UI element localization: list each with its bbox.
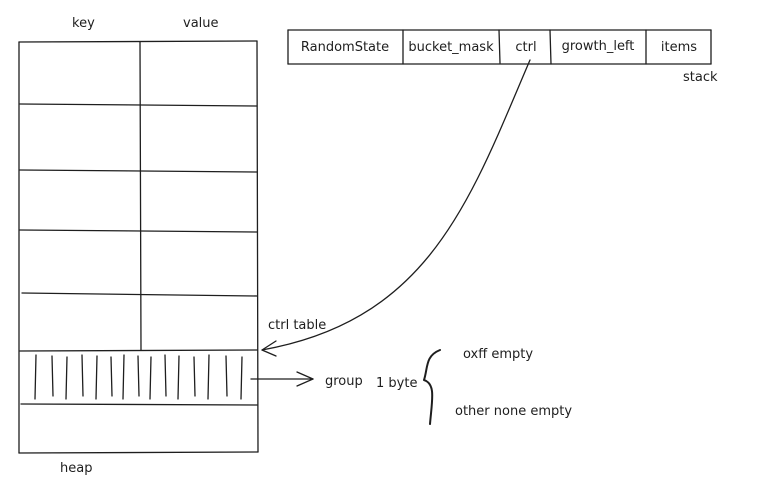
field-divider bbox=[498, 29, 501, 64]
key-value-divider bbox=[139, 41, 142, 351]
ctrl-table-top bbox=[19, 349, 258, 352]
stack-field-growth-left: growth_left bbox=[562, 39, 635, 54]
ctrl-byte-tick bbox=[65, 356, 68, 400]
ctrl-byte-tick bbox=[110, 356, 113, 397]
heap-caption: heap bbox=[60, 461, 92, 476]
row-separator bbox=[21, 292, 258, 297]
heap-table bbox=[18, 40, 259, 454]
group-arrowhead bbox=[296, 371, 314, 387]
ctrl-byte-tick bbox=[207, 354, 210, 400]
ctrl-byte-tick bbox=[51, 355, 54, 397]
ctrl-byte-tick bbox=[122, 354, 125, 400]
group-label: group bbox=[325, 374, 363, 389]
stack-struct bbox=[287, 29, 712, 65]
ctrl-byte-tick bbox=[225, 355, 228, 397]
ctrl-byte-tick bbox=[81, 354, 84, 397]
byte-option-empty: oxff empty bbox=[463, 347, 533, 362]
curly-brace-icon bbox=[423, 349, 441, 425]
value-column-header: value bbox=[183, 16, 219, 31]
field-divider bbox=[549, 29, 552, 65]
ctrl-byte-tick bbox=[149, 356, 152, 400]
row-separator bbox=[19, 103, 258, 107]
row-separator bbox=[19, 169, 258, 173]
ctrl-byte-tick bbox=[193, 356, 196, 397]
ctrl-table-label: ctrl table bbox=[268, 318, 326, 333]
ctrl-pointer-arrowhead bbox=[261, 340, 277, 357]
stack-field-ctrl: ctrl bbox=[515, 40, 536, 55]
stack-field-items: items bbox=[661, 40, 697, 55]
ctrl-byte-tick bbox=[137, 355, 140, 397]
stack-caption: stack bbox=[683, 70, 718, 85]
ctrl-table-bottom bbox=[20, 403, 258, 406]
ctrl-byte-tick bbox=[164, 354, 167, 397]
stack-field-bucket-mask: bucket_mask bbox=[408, 40, 494, 55]
ctrl-byte-tick bbox=[34, 354, 37, 400]
one-byte-label: 1 byte bbox=[376, 376, 417, 391]
byte-option-non-empty: other none empty bbox=[455, 404, 572, 419]
ctrl-byte-ticks bbox=[34, 354, 243, 400]
row-separator bbox=[19, 229, 258, 233]
stack-field-randomstate: RandomState bbox=[301, 40, 389, 55]
ctrl-byte-tick bbox=[240, 356, 243, 400]
key-column-header: key bbox=[72, 16, 95, 31]
ctrl-pointer-arrow bbox=[261, 59, 531, 351]
ctrl-byte-tick bbox=[95, 355, 98, 400]
ctrl-byte-tick bbox=[177, 355, 180, 400]
